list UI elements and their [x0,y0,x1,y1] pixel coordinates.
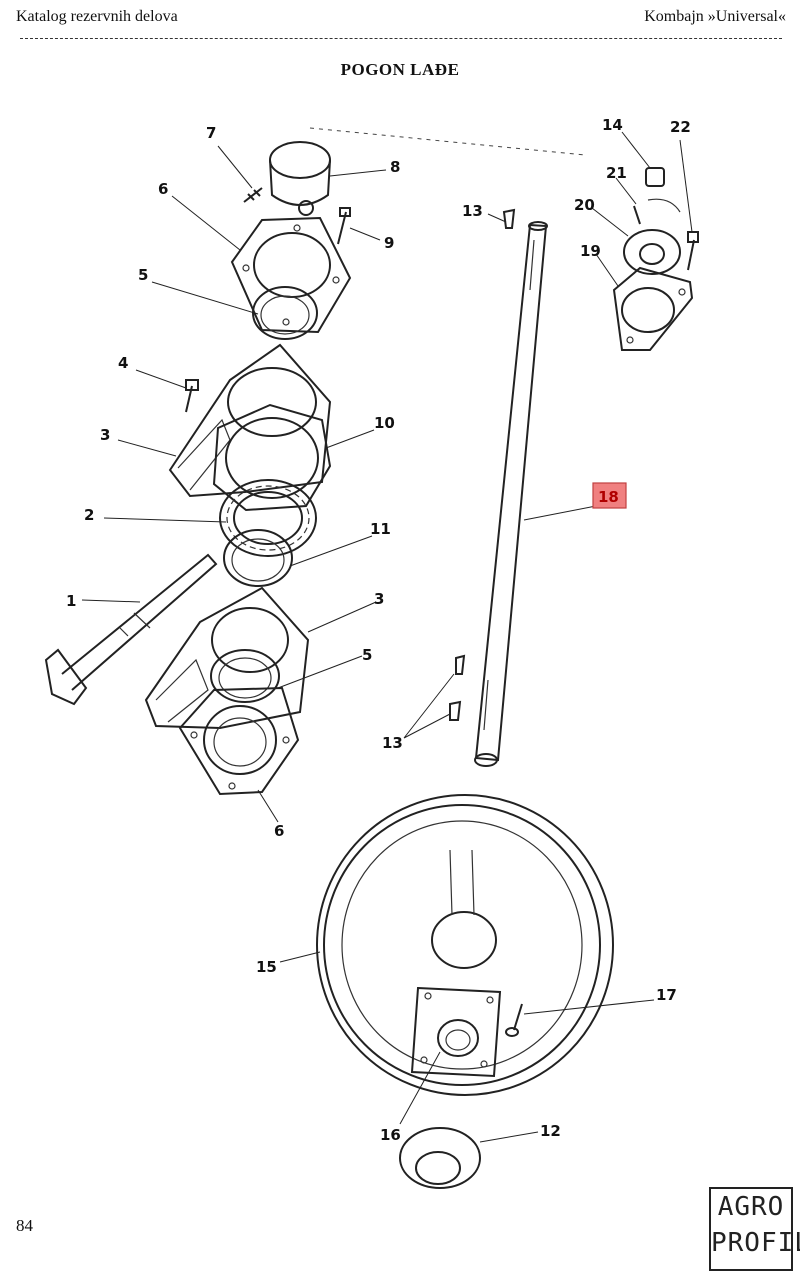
part-2-bearing [219,479,317,557]
part-3-bracket-bottom [144,586,310,730]
part-18-shaft [474,221,548,767]
callout-3-top: 3 [100,426,110,444]
part-20-bearing-unit [623,229,681,275]
logo-line-2: PROFIL [711,1228,800,1258]
page-title: POGON LAĐE [340,60,460,79]
part-16-hub-plate [410,986,502,1078]
part-13-keys [449,208,516,721]
callout-2: 2 [84,506,94,524]
part-1-shaft [44,553,218,706]
callout-13-top: 13 [462,202,483,220]
catalog-title: Katalog rezervnih delova [16,8,178,25]
callout-labels: 7 8 9 6 5 4 3 10 2 11 1 3 5 6 13 13 18 1… [66,116,691,1144]
callout-20: 20 [574,196,595,214]
part-4-bolt [185,379,199,413]
part-19-flange [612,266,694,351]
part-6-flange-bottom [178,686,300,796]
callout-14: 14 [602,116,623,134]
callout-13-bottom: 13 [382,734,403,752]
part-5-ring-bottom [210,649,280,703]
callout-21: 21 [606,164,627,182]
callout-6-top: 6 [158,180,168,198]
page-number: 84 [16,1216,33,1235]
machine-name: Kombajn »Universal« [644,8,786,25]
callout-3-bottom: 3 [374,590,384,608]
part-7-bolt [243,187,263,203]
callout-4: 4 [118,354,128,372]
part-8-cup [269,141,331,216]
part-22-bolt [687,231,699,271]
agro-profil-logo: AGRO PROFIL [709,1187,800,1271]
axis-line [309,127,586,156]
callout-1: 1 [66,592,76,610]
part-12-cap [399,1127,481,1189]
callout-10: 10 [374,414,395,432]
part-15-wheel [316,794,614,1096]
callout-17: 17 [656,986,677,1004]
callout-6-bottom: 6 [274,822,284,840]
part-17-bolt [505,1003,523,1037]
part-6-flange-top [230,216,352,334]
callout-22: 22 [670,118,691,136]
part-9-bolt [337,207,351,245]
callout-15: 15 [256,958,277,976]
callout-9: 9 [384,234,394,252]
part-3-bracket-top [168,343,332,498]
logo-line-1: AGRO [717,1192,785,1222]
callout-11: 11 [370,520,391,538]
part-11-ring [223,529,293,587]
callout-19: 19 [580,242,601,260]
header-divider [20,38,782,39]
leader-lines [81,131,693,1143]
part-10-housing [212,403,332,512]
part-14-nut [645,167,665,187]
callout-5-bottom: 5 [362,646,372,664]
callout-7: 7 [206,124,216,142]
callout-16: 16 [380,1126,401,1144]
callout-12: 12 [540,1122,561,1140]
callout-8: 8 [390,158,400,176]
callout-18: 18 [598,488,619,506]
callout-5-top: 5 [138,266,148,284]
highlight-box-18 [592,482,627,509]
part-21-clip [633,198,681,225]
